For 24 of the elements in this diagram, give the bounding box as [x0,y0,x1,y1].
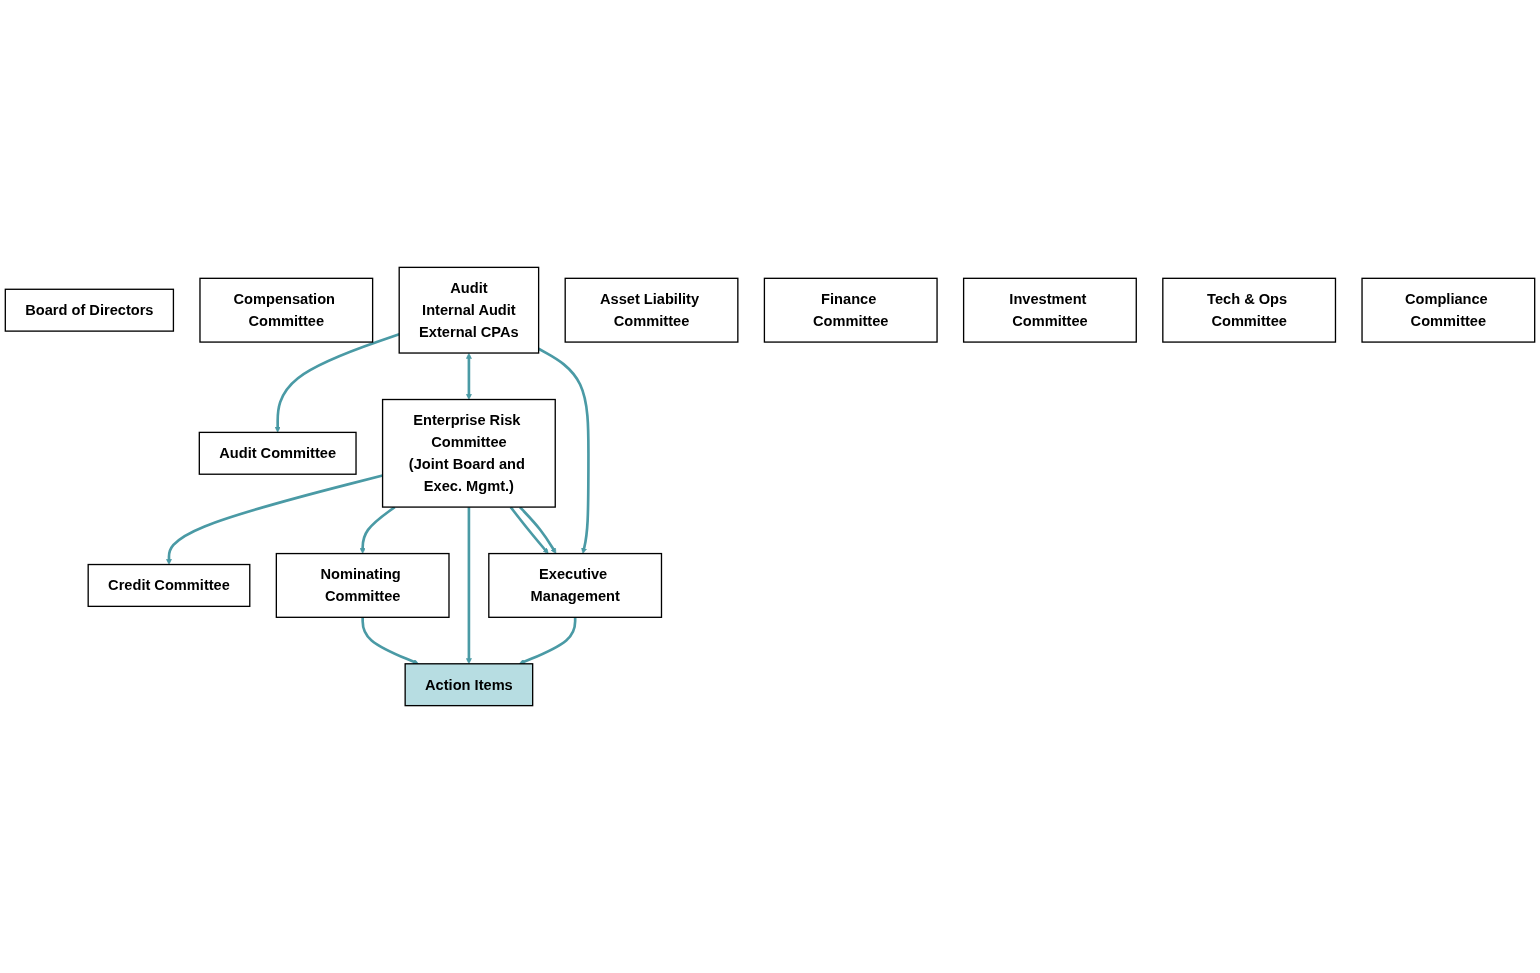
arrow [518,617,577,665]
node-box: Investment Committee [962,277,1137,343]
arrow [466,353,472,400]
node-box: Tech & Ops Committee [1162,277,1337,343]
arrow [361,617,419,665]
node-box: Board of Directors [4,288,175,332]
arrow [274,333,400,433]
arrow [466,507,472,665]
node-box: Finance Committee [763,277,938,343]
node-box: Executive Management [488,552,663,618]
arrow [509,506,549,554]
arrow [359,506,396,554]
node-box: Compensation Committee [199,277,374,343]
node-box: Credit Committee [87,563,251,608]
arrow [538,347,590,554]
arrow [166,474,383,565]
arrow [518,506,557,554]
node-box: Audit Committee [198,431,357,475]
node-box: Nominating Committee [275,552,450,618]
node-box: Compliance Committee [1361,277,1536,343]
node-box: Action Items [404,663,534,707]
node-box: Asset Liability Committee [564,277,739,343]
node-box: Audit Internal Audit External CPAs [398,266,540,354]
node-box: Enterprise Risk Committee (Joint Board and Exec. Mgmt.) [381,398,556,508]
